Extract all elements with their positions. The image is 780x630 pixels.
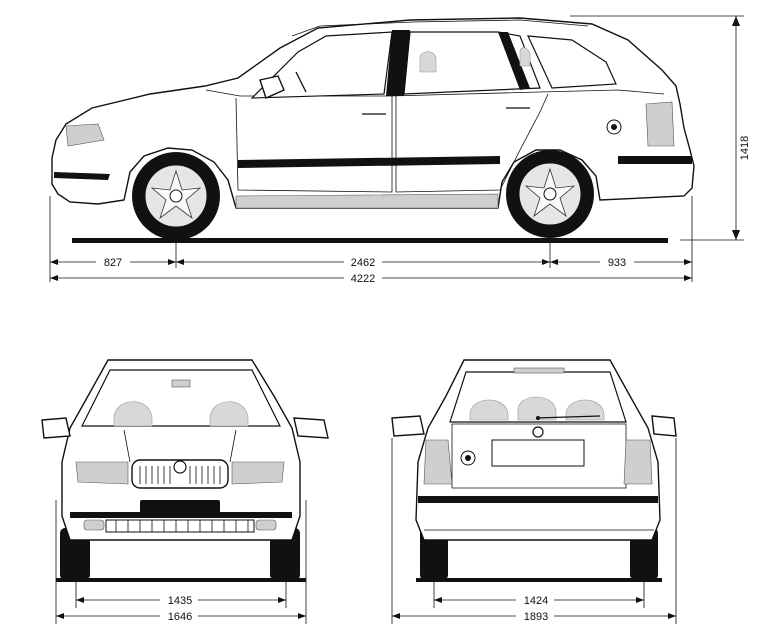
front-rearview-tag [171, 379, 191, 388]
front-lower-grille [105, 519, 255, 533]
rear-spoiler-light [513, 367, 565, 374]
front-fog-right [255, 519, 277, 531]
rear-wiper [535, 415, 601, 419]
front-grille-bars [139, 466, 221, 484]
rear-width-dimension: 1893 [391, 438, 677, 624]
side-c-pillar [498, 32, 530, 90]
side-seat-headrest-rear [519, 47, 531, 67]
front-right-tire [270, 528, 300, 580]
front-plate [140, 500, 220, 518]
front-mirror-left [41, 417, 71, 439]
front-headlight-left [75, 461, 129, 485]
dim-rear-track: 1424 [524, 595, 548, 607]
front-mirror-right [293, 417, 329, 439]
side-belt-line [205, 89, 665, 97]
rear-logo-icon [532, 426, 544, 438]
front-left-tire [60, 528, 90, 580]
dim-rear-width: 1893 [524, 611, 548, 623]
dim-front-width: 1646 [168, 611, 192, 623]
rear-track-dimension: 1424 [433, 548, 645, 608]
side-front-door-line [235, 96, 393, 193]
side-rub-strip-front [54, 172, 110, 180]
side-roof-rail [291, 19, 589, 37]
side-rear-door-line [395, 93, 549, 193]
rear-mirror-right [651, 415, 677, 437]
side-rear-wheel [506, 150, 594, 238]
dim-rear-overhang: 933 [608, 257, 626, 269]
front-grille [131, 459, 229, 489]
length-segments-dimension: 827 2462 933 [50, 255, 692, 269]
front-fog-left [83, 519, 105, 531]
rear-taillight-left [423, 439, 453, 485]
front-logo-icon [173, 460, 187, 474]
side-sill [235, 193, 499, 209]
side-front-window [250, 31, 393, 99]
front-ground-line [56, 578, 306, 582]
rear-tailgate [451, 423, 627, 489]
dim-overall-height: 1418 [739, 136, 751, 160]
side-rub-strip-rear [618, 156, 692, 164]
side-quarter-window [527, 35, 617, 89]
height-dimension: 1418 [570, 15, 751, 241]
length-overall-dimension: 4222 [50, 271, 692, 285]
side-rub-strip [238, 156, 500, 168]
rear-taillight-right [623, 439, 653, 485]
side-mirror [259, 75, 285, 99]
dim-overall-length: 4222 [351, 273, 375, 285]
side-ground-line [72, 238, 668, 243]
dim-wheelbase: 2462 [351, 257, 375, 269]
side-steering [295, 71, 307, 93]
rear-ground-line [416, 578, 662, 582]
side-tail-light [645, 101, 675, 147]
dim-front-track: 1435 [168, 595, 192, 607]
rear-wiper-pivot-icon [536, 416, 540, 420]
front-seat-left [113, 401, 153, 427]
dim-front-overhang: 827 [104, 257, 122, 269]
front-hood-line [123, 429, 237, 463]
side-badge-inner-icon [611, 124, 617, 130]
side-seat-headrest-front [419, 51, 437, 73]
side-b-pillar [386, 30, 410, 96]
rear-plate-recess [491, 439, 585, 467]
side-headlight [65, 123, 105, 147]
rear-seat-left [469, 399, 509, 421]
side-front-wheel [132, 152, 220, 240]
front-seat-right [209, 401, 249, 427]
side-body [51, 17, 695, 209]
rear-view: 1424 1893 [391, 359, 677, 624]
rear-seat-right [565, 399, 605, 421]
front-windshield [81, 369, 281, 427]
front-track-dimension: 1435 [75, 548, 287, 608]
front-width-dimension: 1646 [55, 500, 307, 624]
front-headlight-right [231, 461, 285, 485]
rear-bumper-strip [418, 496, 658, 503]
rear-mirror-left [391, 415, 425, 437]
side-view: 1418 827 2462 933 42 [49, 15, 751, 285]
front-view: 1435 1646 [41, 359, 329, 624]
